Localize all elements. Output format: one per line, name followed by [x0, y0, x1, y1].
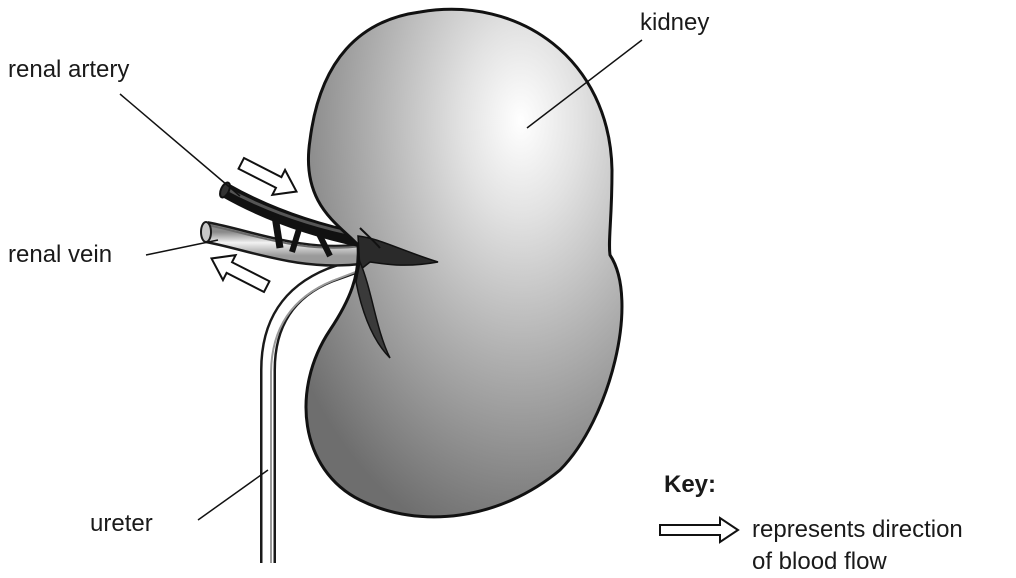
renal-vein-leader-line [146, 240, 218, 255]
ureter-label: ureter [90, 510, 153, 538]
kidney-label: kidney [640, 9, 709, 37]
renal-artery-leader-line [120, 94, 240, 196]
renal-artery-label: renal artery [8, 56, 129, 84]
key-title: Key: [664, 471, 716, 499]
key-description-line-2: of blood flow [752, 548, 887, 576]
renal-vein-label: renal vein [8, 241, 112, 269]
ureter-leader-line [198, 470, 268, 520]
key-arrow-icon [660, 518, 738, 542]
key-description-line-1: represents direction [752, 516, 963, 544]
